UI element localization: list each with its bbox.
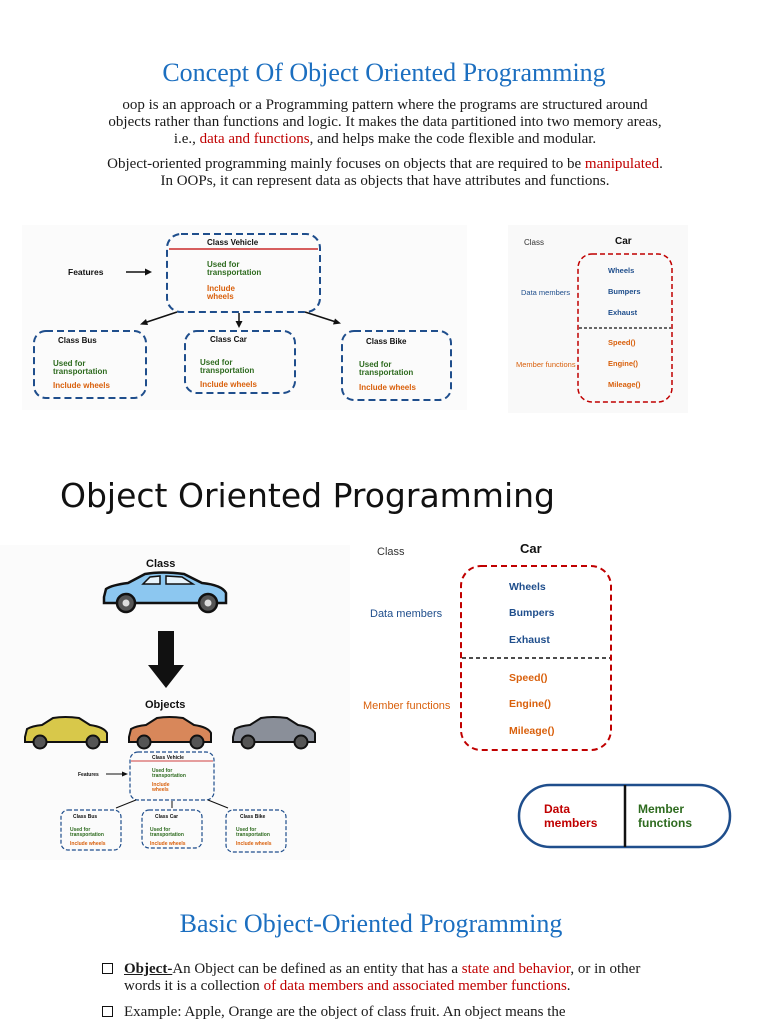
svg-text:functions: functions (638, 816, 692, 830)
svg-text:Used for: Used for (53, 359, 85, 368)
svg-text:transportation: transportation (152, 773, 186, 779)
svg-text:Include: Include (152, 782, 170, 788)
class-car-diagram-large: Class Car Data members Member functions … (363, 541, 612, 751)
svg-text:Used for: Used for (207, 260, 239, 269)
svg-text:Bumpers: Bumpers (509, 607, 555, 619)
bullet-object-example: Example: Apple, Orange are the object of… (102, 1004, 662, 1021)
checkbox-bullet-icon (102, 963, 113, 974)
class-car-diagram-small: Class Car Data members Member functions … (508, 225, 688, 413)
focus-paragraph: Object-oriented programming mainly focus… (107, 156, 663, 189)
car-gray-icon (232, 716, 316, 750)
highlight-data-functions: data and functions (199, 131, 310, 147)
encapsulation-capsule: Data members Member functions (517, 783, 732, 849)
svg-text:Include wheels: Include wheels (53, 381, 110, 390)
svg-text:members: members (544, 816, 598, 830)
svg-text:Class Car: Class Car (210, 335, 247, 344)
svg-text:Mileage(): Mileage() (608, 380, 641, 389)
svg-text:Data: Data (544, 802, 570, 816)
class-hierarchy-diagram: Features Class Vehicle Used for transpor… (22, 225, 467, 410)
svg-text:Include wheels: Include wheels (70, 841, 106, 847)
svg-text:Used for: Used for (150, 827, 170, 833)
svg-text:transportation: transportation (53, 367, 107, 376)
svg-text:wheels: wheels (206, 292, 234, 301)
svg-text:Wheels: Wheels (608, 266, 634, 275)
svg-text:Class Vehicle: Class Vehicle (152, 755, 184, 761)
svg-text:Used for: Used for (70, 827, 90, 833)
svg-text:Speed(): Speed() (509, 672, 548, 684)
svg-text:transportation: transportation (207, 268, 261, 277)
svg-text:Car: Car (615, 236, 632, 247)
section-title-basic-oop: Basic Object-Oriented Programming (179, 909, 563, 938)
objects-label: Objects (145, 699, 185, 711)
svg-text:Mileage(): Mileage() (509, 725, 555, 737)
svg-text:transportation: transportation (70, 832, 104, 838)
svg-text:Include wheels: Include wheels (150, 841, 186, 847)
car-orange-icon (128, 716, 212, 750)
svg-text:Exhaust: Exhaust (608, 308, 638, 317)
class-objects-illustration: Class Objects Features Class Vehicle Use… (0, 545, 350, 860)
car-yellow-icon (24, 716, 108, 750)
svg-text:Member functions: Member functions (516, 360, 576, 369)
svg-text:Engine(): Engine() (509, 698, 551, 710)
intro-paragraph: oop is an approach or a Programming patt… (108, 97, 662, 147)
svg-text:Used for: Used for (200, 358, 232, 367)
svg-text:Include wheels: Include wheels (359, 383, 416, 392)
svg-text:Speed(): Speed() (608, 338, 636, 347)
svg-text:Class Bike: Class Bike (366, 337, 407, 346)
svg-text:Used for: Used for (236, 827, 256, 833)
class-car-box: Class Car Used for transportation Includ… (184, 330, 296, 394)
section-title-oop: Object Oriented Programming (60, 476, 555, 515)
class-vehicle-box: Class Vehicle Used for transportation In… (166, 233, 321, 313)
svg-text:Used for: Used for (359, 360, 391, 369)
svg-text:Include: Include (207, 284, 236, 293)
svg-text:wheels: wheels (151, 787, 169, 793)
svg-text:Car: Car (520, 541, 542, 556)
svg-text:Class: Class (377, 546, 405, 558)
svg-text:Bumpers: Bumpers (608, 287, 641, 296)
svg-text:transportation: transportation (200, 366, 254, 375)
svg-text:Class: Class (524, 238, 544, 247)
highlight-manipulated: manipulated (584, 156, 660, 172)
svg-text:Include wheels: Include wheels (236, 841, 272, 847)
svg-text:Data members: Data members (370, 608, 443, 620)
svg-text:Data members: Data members (521, 288, 570, 297)
svg-text:Class Bus: Class Bus (73, 814, 97, 820)
svg-text:Wheels: Wheels (509, 581, 546, 593)
svg-text:Member functions: Member functions (363, 700, 451, 712)
svg-text:transportation: transportation (236, 832, 270, 838)
svg-text:Class Vehicle: Class Vehicle (207, 238, 259, 247)
svg-text:Include wheels: Include wheels (200, 380, 257, 389)
svg-text:Member: Member (638, 802, 684, 816)
svg-text:Class Bike: Class Bike (240, 814, 266, 820)
page-title: Concept Of Object Oriented Programming (162, 58, 606, 87)
svg-text:Exhaust: Exhaust (509, 634, 550, 646)
svg-text:transportation: transportation (359, 368, 413, 377)
svg-text:Engine(): Engine() (608, 359, 638, 368)
bullet-object-definition: Object-An Object can be defined as an en… (102, 961, 662, 995)
class-bike-box: Class Bike Used for transportation Inclu… (341, 330, 452, 401)
class-bus-box: Class Bus Used for transportation Includ… (33, 330, 147, 399)
car-blue-icon (102, 571, 228, 614)
svg-text:transportation: transportation (150, 832, 184, 838)
features-label: Features (68, 267, 104, 277)
svg-text:Used for: Used for (152, 768, 172, 774)
class-label: Class (146, 558, 175, 570)
svg-text:Class Car: Class Car (155, 814, 178, 820)
checkbox-bullet-icon (102, 1006, 113, 1017)
svg-text:Features: Features (78, 772, 99, 778)
svg-text:Class Bus: Class Bus (58, 336, 97, 345)
